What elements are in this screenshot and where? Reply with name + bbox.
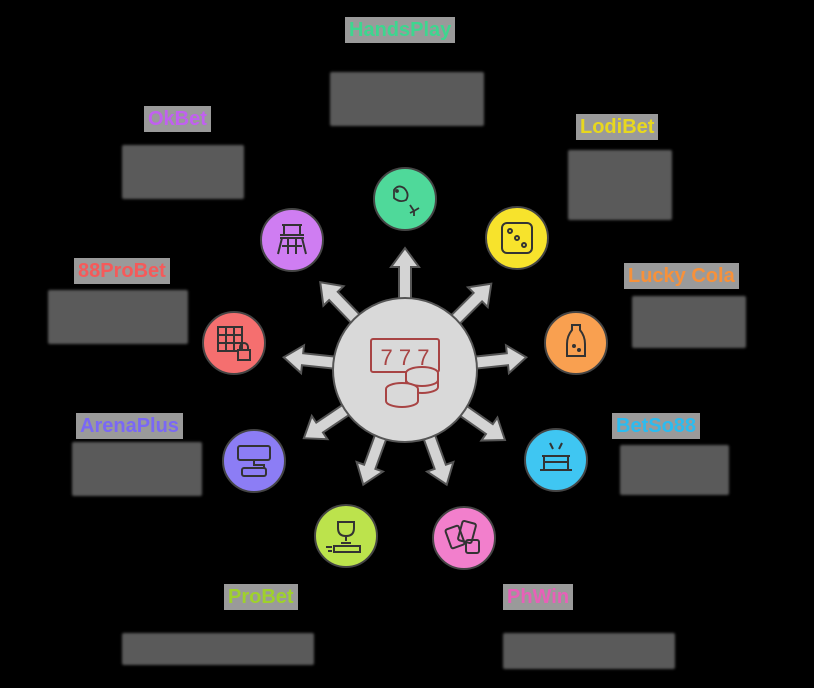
title-betso88: BetSo88 xyxy=(612,413,701,439)
desc-lodibet: [illegible description text] xyxy=(568,150,672,220)
dice-icon xyxy=(501,222,533,254)
desc-phwin: [illegible description text] xyxy=(503,633,675,669)
node-betso88[interactable] xyxy=(524,428,588,492)
casino-building-icon xyxy=(540,442,572,471)
desc-lucky-cola: [illegible description text] xyxy=(632,296,746,348)
center-hub: 7 7 7 xyxy=(332,297,478,443)
game-console-icon xyxy=(237,445,271,477)
svg-text:7 7 7: 7 7 7 xyxy=(381,345,430,370)
desc-probet: [illegible description text] xyxy=(122,633,314,665)
desc-arenaplus: [illegible description text] xyxy=(72,442,202,496)
slot-machine-777-coins-icon: 7 7 7 xyxy=(370,338,440,408)
title-88probet: 88ProBet xyxy=(74,258,170,284)
desc-88probet: [illegible description text] xyxy=(48,290,188,344)
bird-icon xyxy=(393,185,420,216)
title-handsplay: HandsPlay xyxy=(345,17,456,43)
node-lucky-cola[interactable] xyxy=(544,311,608,375)
title-probet: ProBet xyxy=(224,584,298,610)
desc-handsplay: [illegible description text] xyxy=(330,72,484,126)
desc-betso88: [illegible description text] xyxy=(620,445,729,495)
trophy-icon xyxy=(326,521,361,553)
cola-bottle-icon xyxy=(566,324,586,357)
node-arenaplus[interactable] xyxy=(222,429,286,493)
title-phwin: PhWin xyxy=(503,584,574,610)
title-arenaplus: ArenaPlus xyxy=(76,413,183,439)
node-lodibet[interactable] xyxy=(485,206,549,270)
grid-lock-icon xyxy=(217,326,251,361)
cards-and-dice-icon xyxy=(444,519,480,554)
node-okbet[interactable] xyxy=(260,208,324,272)
title-okbet: OkBet xyxy=(144,106,211,132)
node-probet[interactable] xyxy=(314,504,378,568)
desc-okbet: [illegible description text] xyxy=(122,145,244,199)
title-lucky-cola: Lucky Cola xyxy=(624,263,739,289)
node-88probet[interactable] xyxy=(202,311,266,375)
title-lodibet: LodiBet xyxy=(576,114,659,140)
node-phwin[interactable] xyxy=(432,506,496,570)
stadium-icon xyxy=(277,224,307,255)
node-handsplay[interactable] xyxy=(373,167,437,231)
